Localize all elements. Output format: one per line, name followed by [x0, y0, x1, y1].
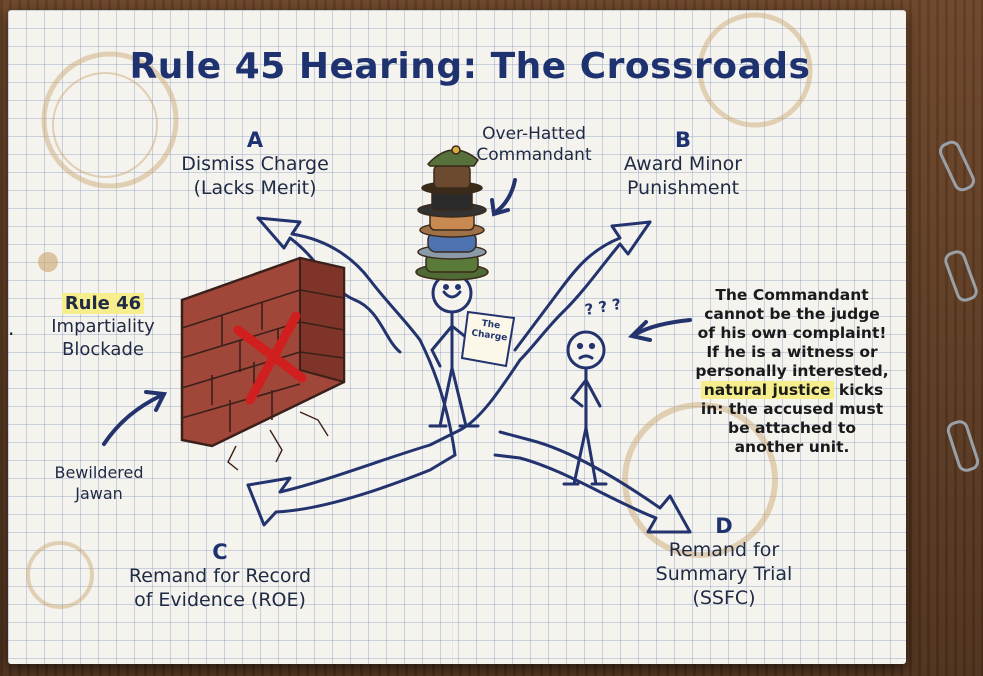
option-a-line1: Dismiss Charge [181, 153, 329, 175]
option-c-letter: C [212, 540, 228, 564]
charge-paper [460, 310, 516, 368]
option-d-line2: Summary Trial [655, 563, 793, 585]
note-line4: If he is a witness or [706, 343, 878, 361]
crossroads-arrows [246, 216, 692, 534]
option-c-line2: of Evidence (ROE) [134, 589, 306, 611]
note-line7: in: the accused must [700, 400, 884, 418]
note-line6-rest: kicks [833, 381, 884, 399]
hat-stack [415, 145, 489, 281]
note-line3: of his own complaint! [697, 324, 887, 342]
commandant-line1: Over-Hatted [482, 124, 586, 144]
option-b: B Award Minor Punishment [588, 128, 778, 200]
page-title: Rule 45 Hearing: The Crossroads [129, 46, 811, 87]
wall-label-line1: Rule 46 [61, 293, 145, 314]
note-line5: personally interested, [695, 362, 889, 380]
wall-label: Rule 46 Impartiality Blockade [28, 292, 178, 361]
option-b-letter: B [674, 128, 691, 152]
note-line6: natural justice kicks [682, 381, 902, 400]
option-d: D Remand for Summary Trial (SSFC) [624, 514, 824, 610]
jawan-label: Bewildered Jawan [34, 462, 164, 504]
note-line9: another unit. [734, 438, 850, 456]
note-line2: cannot be the judge [704, 305, 880, 323]
commandant-figure [428, 272, 480, 428]
option-c: C Remand for Record of Evidence (ROE) [100, 540, 340, 612]
option-d-line1: Remand for [668, 539, 780, 561]
bullet-dot: · [8, 322, 15, 346]
option-b-line1: Award Minor [623, 153, 743, 175]
natural-justice-note: The Commandant cannot be the judge of hi… [682, 286, 902, 457]
commandant-line2: Commandant [476, 145, 592, 165]
brick-wall [180, 256, 346, 471]
option-d-line3: (SSFC) [692, 587, 756, 609]
coffee-stains [26, 12, 813, 609]
option-a-letter: A [246, 128, 264, 152]
pointer-arrows [102, 178, 692, 446]
wall-label-line2: Impartiality [51, 316, 155, 337]
note-line8: be attached to [727, 419, 857, 437]
option-c-line1: Remand for Record [128, 565, 312, 587]
note-line1: The Commandant [715, 286, 869, 304]
note-highlight: natural justice [700, 381, 834, 399]
wall-label-line3: Blockade [62, 339, 144, 360]
stain-spot [38, 252, 58, 272]
option-a-line2: (Lacks Merit) [193, 177, 317, 199]
jawan-figure [562, 330, 608, 486]
option-a: A Dismiss Charge (Lacks Merit) [150, 128, 360, 200]
jawan-label-line1: Bewildered [54, 463, 144, 482]
commandant-label: Over-Hatted Commandant [464, 124, 604, 166]
red-cross-mark [233, 311, 307, 405]
grid-paper [8, 10, 906, 664]
jawan-label-line2: Jawan [75, 484, 123, 503]
option-d-letter: D [715, 514, 733, 538]
option-b-line2: Punishment [626, 177, 740, 199]
